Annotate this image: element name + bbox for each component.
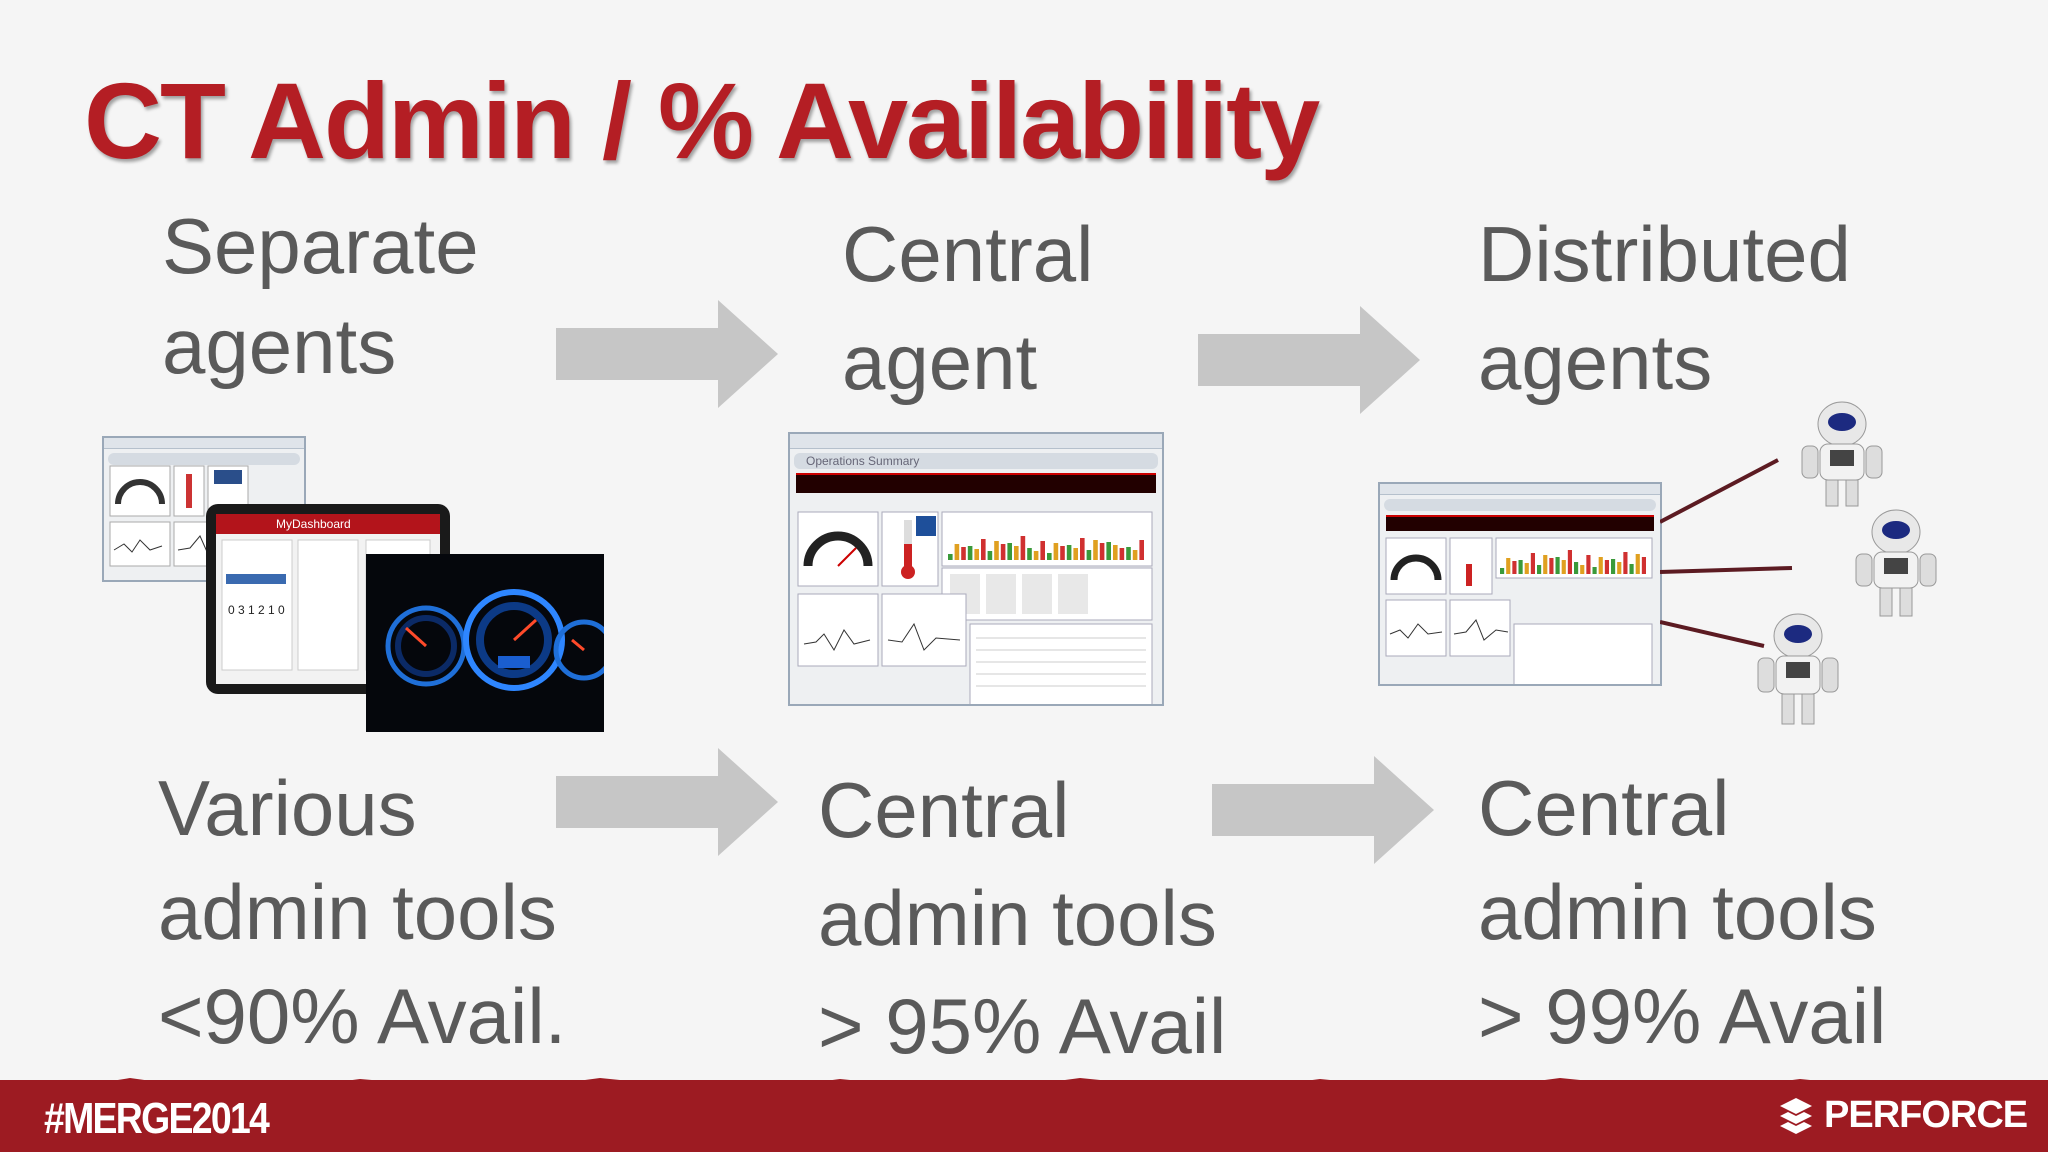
thumbnail-bar bbox=[1060, 546, 1065, 560]
thumbnail-bar bbox=[1598, 557, 1603, 574]
arrow-right-icon bbox=[1198, 306, 1420, 414]
arrow-right-icon bbox=[1212, 756, 1434, 864]
thumbnail-bar bbox=[1635, 554, 1640, 574]
thumbnail-bar bbox=[1086, 550, 1092, 560]
thumbnail-bar bbox=[1047, 553, 1052, 560]
thumbnail-bar bbox=[1518, 560, 1523, 574]
car-speedometer-image bbox=[366, 554, 615, 732]
thumbnail-bar bbox=[1524, 563, 1529, 574]
thumbnail-bar bbox=[954, 544, 960, 560]
thumbnail-bar bbox=[1073, 548, 1078, 560]
thumbnail-bar bbox=[1592, 567, 1597, 574]
label-line: <90% Avail. bbox=[158, 972, 567, 1060]
thumbnail-bar bbox=[1574, 562, 1579, 574]
label-central-agent: Central agent bbox=[842, 200, 1093, 416]
label-line: admin tools bbox=[818, 874, 1217, 962]
perforce-logo: PERFORCE bbox=[1776, 1094, 2028, 1137]
label-line: Central bbox=[1478, 764, 1730, 852]
tablet-title: MyDashboard bbox=[216, 514, 440, 534]
label-line: Central bbox=[818, 766, 1070, 854]
thumbnail-bar bbox=[1604, 560, 1609, 574]
label-line: admin tools bbox=[1478, 868, 1877, 956]
thumbnail-bar bbox=[981, 539, 986, 560]
thumbnail-bar bbox=[1093, 540, 1098, 560]
thumbnail-bar bbox=[1586, 555, 1591, 574]
thumbnail-bar bbox=[1611, 559, 1616, 574]
thumbnail-bar bbox=[994, 541, 999, 560]
thumbnail-bar bbox=[1020, 536, 1026, 560]
operations-summary-window: Operations Summary bbox=[788, 432, 1164, 706]
thumbnail-bar bbox=[1580, 565, 1585, 574]
thumbnail-bar bbox=[1543, 555, 1548, 574]
arrow-right-icon bbox=[556, 300, 778, 408]
footer-brand: PERFORCE bbox=[1824, 1094, 2028, 1136]
thumbnail-bar bbox=[1066, 545, 1072, 560]
thumbnail-bar bbox=[1027, 548, 1032, 560]
label-various-admin-tools: Various admin tools <90% Avail. bbox=[158, 756, 566, 1068]
thumbnail-bar bbox=[1500, 568, 1505, 574]
thumbnail-bar bbox=[1641, 557, 1646, 574]
label-separate-agents: Separate agents bbox=[162, 196, 479, 396]
thumbnail-bar bbox=[961, 547, 966, 560]
thumbnail-bar bbox=[948, 554, 953, 560]
label-line: Distributed bbox=[1478, 210, 1851, 298]
thumbnail-bar bbox=[1113, 545, 1118, 560]
dashboard-panels bbox=[797, 511, 1153, 704]
thumbnail-bar bbox=[1007, 543, 1012, 560]
label-line: agents bbox=[162, 302, 397, 390]
thumbnail-bar bbox=[1567, 550, 1572, 574]
thumbnail-bar bbox=[1629, 564, 1634, 574]
thumbnail-bar bbox=[1040, 541, 1045, 560]
thumbnail-bar bbox=[1139, 540, 1144, 560]
thumbnail-bar bbox=[1000, 544, 1006, 560]
thumbnail-bar bbox=[1623, 552, 1628, 574]
thumbnail-bar bbox=[1106, 542, 1111, 560]
window-title: Operations Summary bbox=[794, 453, 1158, 469]
distributed-dashboard-window bbox=[1378, 482, 1662, 686]
thumbnail-bar bbox=[974, 549, 979, 560]
thumbnail-bar bbox=[1053, 543, 1059, 560]
arrow-right-icon bbox=[556, 748, 778, 856]
thumbnail-bar bbox=[1555, 557, 1560, 574]
thumbnail-bar bbox=[1132, 550, 1138, 560]
slide-title: CT Admin / % Availability bbox=[84, 60, 1320, 181]
footer-hashtag: #MERGE2014 bbox=[44, 1094, 270, 1143]
label-line: agents bbox=[1478, 318, 1713, 406]
label-line: Various bbox=[158, 764, 417, 852]
thumbnail-bar bbox=[1617, 562, 1622, 574]
thumbnail-bar bbox=[1530, 553, 1535, 574]
thumbnail-bar bbox=[1014, 546, 1019, 560]
svg-text:0 3 1 2 1 0: 0 3 1 2 1 0 bbox=[228, 603, 285, 617]
thumbnail-bar bbox=[1537, 565, 1542, 574]
thumbnail-bar bbox=[1512, 561, 1517, 574]
thumbnail-bar bbox=[1033, 551, 1039, 560]
label-central-admin-tools-99: Central admin tools > 99% Avail bbox=[1478, 756, 1886, 1068]
label-line: Separate bbox=[162, 202, 479, 290]
thumbnail-bar bbox=[1099, 543, 1105, 560]
robot-agent-icon bbox=[1855, 509, 1937, 617]
label-line: Central bbox=[842, 210, 1094, 298]
thumbnail-bar bbox=[987, 551, 993, 560]
footer-bar bbox=[0, 1080, 2048, 1152]
label-line: > 99% Avail bbox=[1478, 972, 1887, 1060]
robot-agent-icon bbox=[1757, 613, 1839, 725]
label-central-admin-tools-95: Central admin tools > 95% Avail bbox=[818, 756, 1226, 1080]
thumbnail-bar bbox=[1119, 548, 1125, 560]
agent-connector-lines bbox=[1660, 458, 1793, 648]
thumbnail-bar bbox=[1506, 558, 1511, 574]
label-line: admin tools bbox=[158, 868, 557, 956]
thumbnail-bar bbox=[1561, 560, 1566, 574]
label-line: > 95% Avail bbox=[818, 982, 1227, 1070]
label-line: agent bbox=[842, 318, 1038, 406]
perforce-logo-icon bbox=[1780, 1097, 1812, 1134]
thumbnail-bar bbox=[1126, 547, 1131, 560]
thumbnail-bar bbox=[967, 546, 973, 560]
label-distributed-agents: Distributed agents bbox=[1478, 200, 1851, 416]
thumbnail-bar bbox=[1080, 538, 1085, 560]
robot-agent-icon bbox=[1801, 401, 1883, 507]
thumbnail-bar bbox=[1549, 558, 1554, 574]
